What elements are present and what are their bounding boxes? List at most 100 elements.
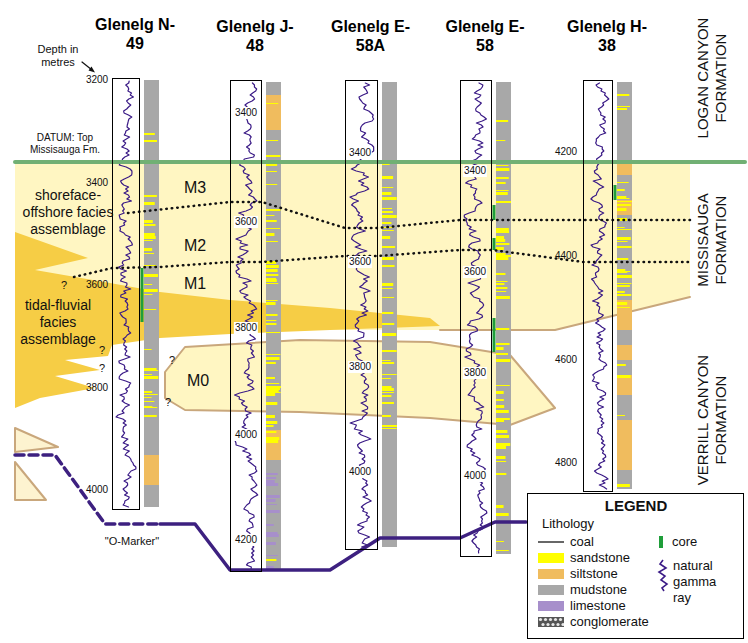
lithology-bed bbox=[496, 353, 508, 355]
lithology-bed bbox=[496, 343, 510, 345]
lithology-bed bbox=[266, 495, 280, 498]
lithology-bed bbox=[382, 425, 397, 427]
lithology-bed bbox=[266, 499, 275, 502]
lithology-bed bbox=[266, 220, 277, 222]
lithology-bed bbox=[144, 133, 155, 135]
lithology-bed bbox=[144, 284, 152, 285]
legend-swatch bbox=[538, 601, 564, 611]
depth-value: 3800 bbox=[86, 382, 108, 394]
lithology-bed bbox=[496, 283, 504, 285]
lithology-bed bbox=[617, 271, 630, 272]
lithology-bed bbox=[266, 140, 278, 141]
lithology-bed bbox=[382, 176, 393, 179]
lithology-bed bbox=[144, 224, 155, 226]
lithology-bed bbox=[496, 168, 509, 171]
lithology-bed bbox=[496, 236, 504, 239]
core-interval bbox=[493, 205, 496, 220]
o-marker-line bbox=[15, 455, 160, 524]
lithology-bed bbox=[496, 273, 505, 275]
lithology-bed bbox=[266, 302, 276, 305]
depth-value: 3800 bbox=[234, 322, 258, 334]
well-name: Glenelg J-48 bbox=[213, 17, 297, 55]
lithology-bed bbox=[496, 541, 504, 542]
lithology-bed bbox=[382, 265, 395, 267]
lithology-bed bbox=[382, 208, 392, 209]
legend-label: siltstone bbox=[570, 566, 618, 582]
lithology-bed bbox=[382, 246, 395, 248]
lithology-bed bbox=[266, 480, 275, 483]
core-sample bbox=[659, 536, 663, 548]
depth-value: 3400 bbox=[463, 165, 487, 177]
lithology-bed bbox=[496, 287, 507, 289]
lithology-bed bbox=[617, 272, 627, 273]
mudstone-fill bbox=[266, 82, 281, 569]
lithology-bed bbox=[144, 394, 158, 395]
lithology-bed bbox=[144, 391, 152, 393]
lithology-bed bbox=[496, 255, 511, 257]
lithology-bed bbox=[617, 106, 630, 107]
depth-value: 4000 bbox=[86, 484, 108, 496]
gamma-ray-curve bbox=[116, 81, 136, 507]
lithology-bed bbox=[382, 192, 391, 195]
arrow-head bbox=[89, 67, 96, 73]
legend-label: conglomerate bbox=[570, 614, 649, 630]
lithology-bed bbox=[496, 190, 509, 191]
well-log-track: Glenelg H-38 bbox=[583, 80, 613, 492]
depth-value: 3800 bbox=[348, 361, 372, 373]
lithology-bed bbox=[266, 283, 278, 284]
core-interval bbox=[493, 238, 496, 250]
formation-label: LOGAN CANYON FORMATION bbox=[694, 3, 730, 153]
lithology-column bbox=[141, 80, 160, 507]
lithology-bed bbox=[144, 240, 153, 241]
depth-value: 3400 bbox=[234, 107, 258, 119]
lithology-bed bbox=[266, 440, 278, 443]
o-marker-line bbox=[160, 522, 526, 570]
marker-label: "O-Marker" bbox=[105, 535, 159, 548]
siltstone-bed bbox=[617, 300, 632, 330]
mudstone-fill bbox=[496, 82, 511, 554]
lithology-bed bbox=[144, 309, 156, 310]
lithology-bed bbox=[266, 437, 279, 440]
lithology-bed bbox=[496, 165, 508, 166]
member-boundary bbox=[128, 202, 690, 228]
lithology-bed bbox=[496, 513, 509, 516]
lithology-bed bbox=[382, 378, 391, 379]
lithology-bed bbox=[496, 418, 510, 420]
legend-label: coal bbox=[570, 534, 594, 550]
lithology-bed bbox=[266, 314, 278, 316]
member-label: M1 bbox=[184, 274, 206, 293]
lithology-bed bbox=[382, 362, 394, 364]
well-log-track: Glenelg N-49 bbox=[112, 78, 140, 510]
lithology-bed bbox=[266, 184, 277, 185]
query-mark: ? bbox=[165, 396, 171, 409]
lithology-bed bbox=[144, 397, 152, 398]
axis-title: Depth in metres bbox=[29, 43, 87, 69]
lithology-bed bbox=[382, 415, 391, 417]
lithology-bed bbox=[144, 220, 153, 223]
lithology-bed bbox=[144, 406, 152, 407]
lithology-bed bbox=[266, 155, 280, 157]
lithology-bed bbox=[382, 230, 394, 231]
lithology-bed bbox=[496, 328, 509, 330]
lithology-bed bbox=[382, 395, 391, 397]
lithology-bed bbox=[617, 283, 631, 284]
lithology-bed bbox=[496, 505, 504, 508]
siltstone-bed bbox=[617, 420, 632, 470]
lithology-bed bbox=[266, 269, 278, 272]
lithology-bed bbox=[617, 241, 628, 242]
member-label: M2 bbox=[184, 236, 206, 255]
pebble bbox=[561, 623, 564, 626]
legend-sample bbox=[538, 534, 564, 550]
lithology-bed bbox=[266, 510, 280, 513]
lithology-bed bbox=[382, 428, 397, 429]
well-name: Glenelg H-38 bbox=[565, 17, 649, 55]
member-label: M3 bbox=[184, 178, 206, 197]
depth-value: 4600 bbox=[555, 354, 577, 366]
legend-swatch bbox=[538, 585, 564, 595]
siltstone-bed bbox=[617, 200, 632, 215]
lithology-column bbox=[382, 82, 397, 547]
lithology-bed bbox=[144, 236, 156, 239]
conglomerate-sample bbox=[538, 617, 564, 627]
pinchout-wedge bbox=[15, 428, 58, 452]
core-interval bbox=[141, 268, 144, 322]
